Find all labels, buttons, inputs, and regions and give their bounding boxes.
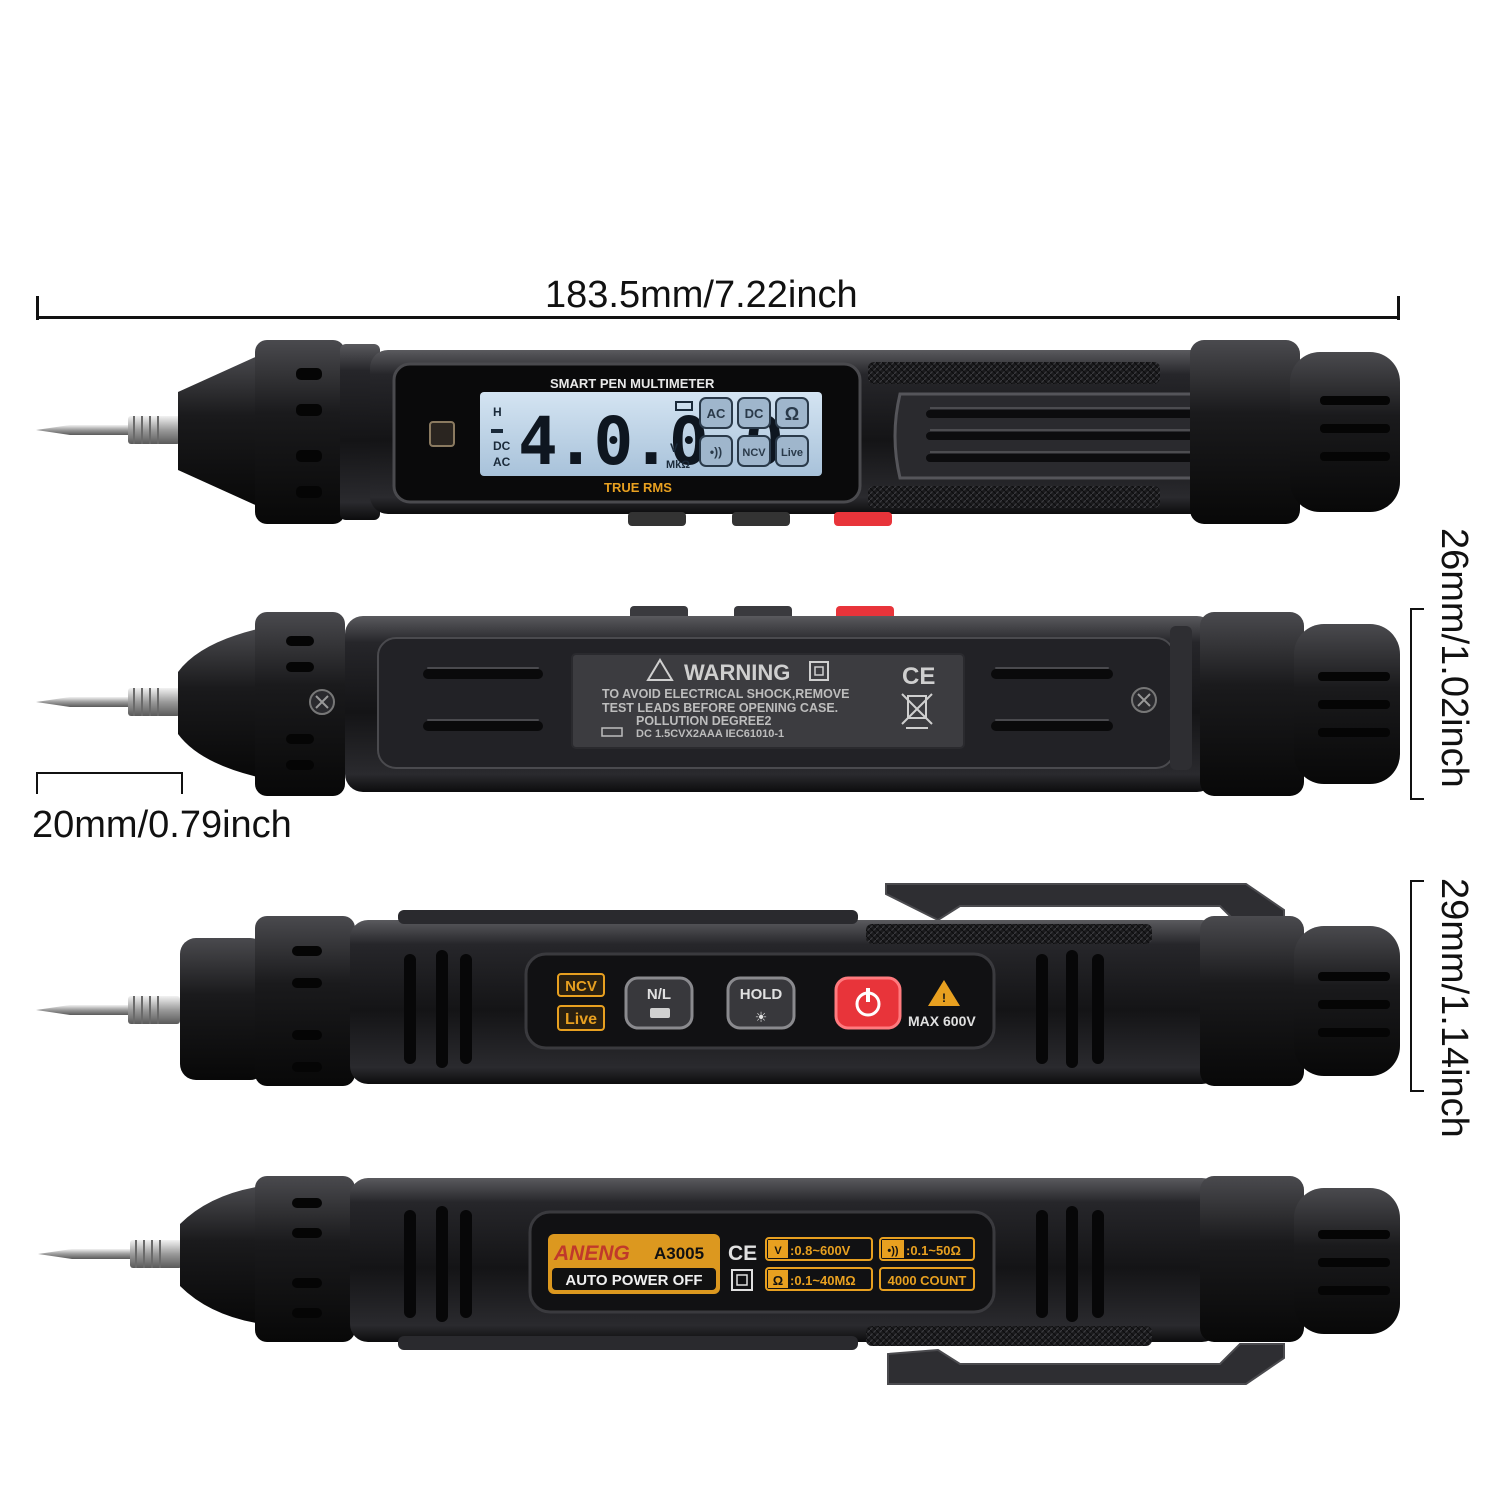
model-number: A3005 — [654, 1244, 704, 1263]
pen-back-side: WARNING CE TO AVOID ELECTRICAL SHOCK,REM… — [36, 606, 1400, 796]
length-dimension-line — [38, 316, 1400, 319]
tip-dimension-tick-left — [36, 772, 38, 794]
pen-display-side: SMART PEN MULTIMETER H DC AC 4.0.0.0 V M… — [36, 340, 1400, 526]
height-a-tick-top — [1410, 608, 1424, 610]
svg-text:•)): •)) — [887, 1245, 899, 1257]
lcd-icon-ac: AC — [707, 406, 726, 421]
hold-button[interactable]: HOLD ☀ — [726, 976, 796, 1030]
tip-dimension-tick-right — [181, 772, 183, 794]
probe-tip — [36, 416, 180, 444]
lcd-unit-v: V — [670, 441, 678, 455]
voltage-icon — [768, 1240, 788, 1258]
height-b-bracket — [1410, 880, 1412, 1092]
resistance-icon — [768, 1270, 788, 1288]
warning-line-1: TO AVOID ELECTRICAL SHOCK,REMOVE — [602, 687, 849, 701]
nl-button[interactable]: N/L — [624, 976, 694, 1030]
svg-text:!: ! — [942, 991, 946, 1005]
spec-resistance: :0.1~40MΩ — [790, 1273, 856, 1288]
warning-triangle-icon — [646, 658, 674, 681]
length-dimension-label: 183.5mm/7.22inch — [545, 274, 858, 316]
height-b-tick-top — [1410, 880, 1424, 882]
light-sensor — [429, 421, 455, 447]
probe-tip — [36, 996, 180, 1024]
length-dimension-tick-right — [1397, 296, 1400, 320]
svg-text:Ω: Ω — [773, 1273, 783, 1288]
spec-continuity: :0.1~50Ω — [906, 1243, 961, 1258]
warning-line-2: TEST LEADS BEFORE OPENING CASE. — [602, 701, 838, 715]
ncv-tag: NCV — [565, 978, 597, 995]
lcd-icon-ohm: Ω — [785, 404, 799, 424]
svg-text:V: V — [774, 1245, 782, 1257]
battery-icon — [675, 401, 693, 411]
probe-tip — [38, 1240, 182, 1268]
true-rms-label: TRUE RMS — [604, 480, 672, 495]
lcd-screen — [480, 392, 822, 476]
tip-dimension-line — [38, 772, 183, 774]
lcd-mode-dc: DC — [493, 439, 511, 453]
double-insulation-icon — [809, 661, 829, 681]
lcd-mode-ac: AC — [493, 455, 511, 469]
count-spec: 4000 COUNT — [888, 1273, 967, 1288]
hold-button-label: HOLD — [740, 986, 783, 1003]
height-b-tick-bottom — [1410, 1090, 1424, 1092]
length-dimension-tick-left — [36, 296, 39, 320]
spec-voltage: :0.8~600V — [790, 1243, 851, 1258]
pen-button-side: NCV Live N/L HOLD ☀ ! MAX 600V — [36, 883, 1400, 1086]
continuity-icon — [882, 1240, 904, 1258]
height-a-tick-bottom — [1410, 798, 1424, 800]
battery-icon — [601, 727, 623, 737]
warning-title: WARNING — [684, 660, 790, 685]
live-tag: Live — [565, 1011, 597, 1028]
double-insulation-icon — [731, 1269, 753, 1291]
auto-power-off-label: AUTO POWER OFF — [565, 1272, 702, 1289]
lcd-icon-ncv: NCV — [742, 447, 766, 459]
probe-tip — [36, 688, 180, 716]
pocket-clip — [887, 1343, 1285, 1385]
max-voltage-label: MAX 600V — [908, 1013, 976, 1029]
power-icon — [866, 988, 870, 1002]
lcd-unit-m: MkΩ — [666, 459, 690, 471]
weee-bin-icon — [901, 693, 933, 729]
lcd-icon-dc: DC — [745, 406, 764, 421]
warning-line-4: DC 1.5CVX2AAA IEC61010-1 — [636, 728, 784, 740]
ce-mark: CE — [902, 663, 935, 690]
height-a-bracket — [1410, 608, 1412, 800]
brand-logo: ANENG — [553, 1242, 630, 1265]
warning-line-3: POLLUTION DEGREE2 — [636, 714, 771, 728]
tip-dimension-label: 20mm/0.79inch — [32, 804, 292, 846]
lcd-mode-h: H — [493, 405, 502, 419]
power-button-edge[interactable] — [834, 512, 892, 526]
nl-button-label: N/L — [647, 986, 671, 1003]
flashlight-icon — [650, 1008, 670, 1018]
power-button[interactable] — [834, 976, 902, 1030]
pen-label-side: ANENG A3005 AUTO POWER OFF CE V :0.8~600… — [38, 1176, 1400, 1385]
lcd-icon-live: Live — [781, 447, 803, 459]
backlight-icon: ☀ — [755, 1009, 768, 1025]
ce-mark: CE — [728, 1242, 757, 1265]
continuity-icon: •)) — [710, 445, 722, 459]
brand-line: SMART PEN MULTIMETER — [550, 376, 715, 391]
high-voltage-icon — [928, 980, 960, 1006]
